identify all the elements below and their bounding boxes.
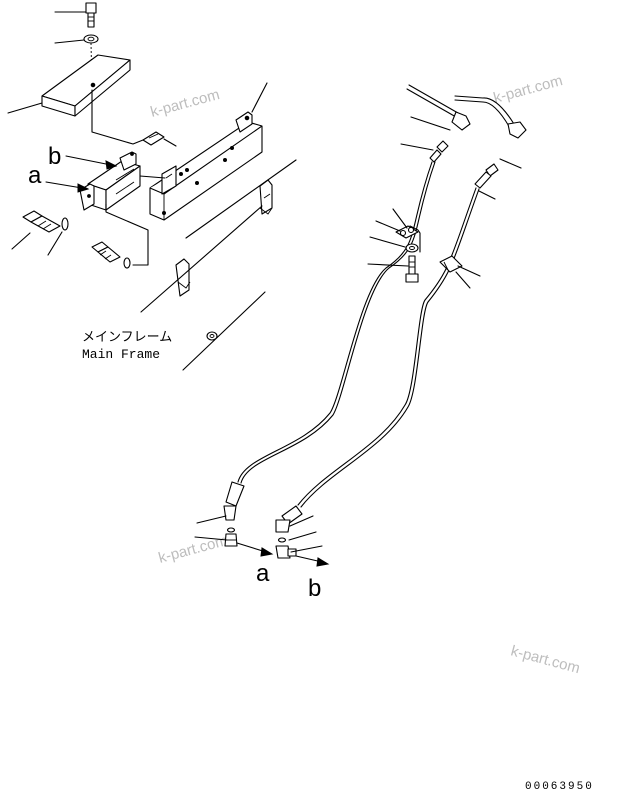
hose-end-b <box>275 505 314 533</box>
watermark-bottom: k-part.com <box>509 642 582 677</box>
svg-text:b: b <box>308 575 321 602</box>
drawing-number: 00063950 <box>525 781 594 793</box>
svg-text:a: a <box>28 162 42 189</box>
connector-block <box>79 151 166 266</box>
letter-b-left: b <box>48 143 118 170</box>
watermark-right: k-part.com <box>492 72 565 107</box>
svg-text:メインフレーム: メインフレーム <box>82 330 172 345</box>
hose-end-a <box>196 481 245 524</box>
letter-a-left: a <box>28 162 90 193</box>
frame-leader-lines <box>140 159 297 371</box>
top-washer <box>54 34 99 44</box>
small-clip-top <box>142 131 177 147</box>
svg-text:a: a <box>256 560 270 587</box>
watermark-top: k-part.com <box>149 86 222 121</box>
union-fitting-a <box>194 527 238 547</box>
hydraulic-pipe-1 <box>406 84 471 131</box>
pipe-1-leader <box>410 116 451 131</box>
bracket-frame <box>149 82 268 221</box>
mount-washer-1 <box>47 217 69 256</box>
frame-clamp-lower <box>175 179 273 297</box>
mount-washer-2 <box>123 257 131 269</box>
top-bolt <box>54 2 97 28</box>
clamp-washer <box>369 236 419 253</box>
plug-cap <box>206 331 218 341</box>
union-fitting-b <box>275 531 323 559</box>
watermark-middle: k-part.com <box>157 532 230 567</box>
cover-plate <box>7 54 131 117</box>
mount-bolt-1 <box>11 210 61 250</box>
hose-clamp-2 <box>439 255 481 289</box>
letter-a-bottom: a <box>236 542 274 587</box>
svg-text:Main Frame: Main Frame <box>82 347 160 362</box>
pipe-2-leader <box>499 158 522 169</box>
hose-clamp-1 <box>375 208 421 253</box>
hose-fitting-1 <box>400 140 449 163</box>
svg-text:b: b <box>48 143 61 170</box>
hose-fitting-2 <box>474 163 499 200</box>
letter-b-bottom: b <box>295 555 330 602</box>
hydraulic-pipe-2 <box>454 95 527 139</box>
cover-bracket-line <box>91 89 144 145</box>
main-frame-caption: メインフレーム Main Frame <box>82 330 172 362</box>
clamp-bolt <box>367 255 419 283</box>
mount-bolt-2 <box>91 241 121 263</box>
hose-b <box>297 187 480 508</box>
